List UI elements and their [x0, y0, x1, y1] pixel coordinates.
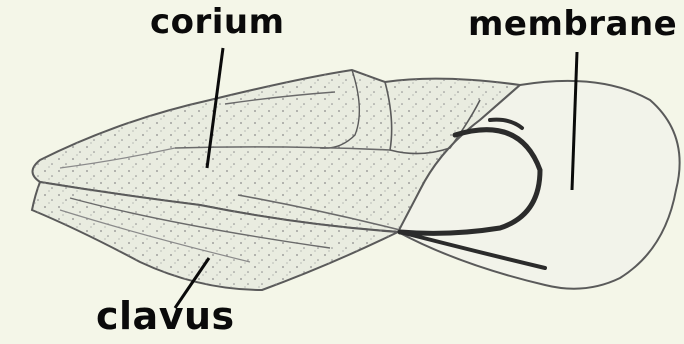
clavus-label: clavus — [96, 294, 235, 338]
membrane-label: membrane — [468, 4, 677, 44]
corium-label: corium — [150, 2, 285, 42]
